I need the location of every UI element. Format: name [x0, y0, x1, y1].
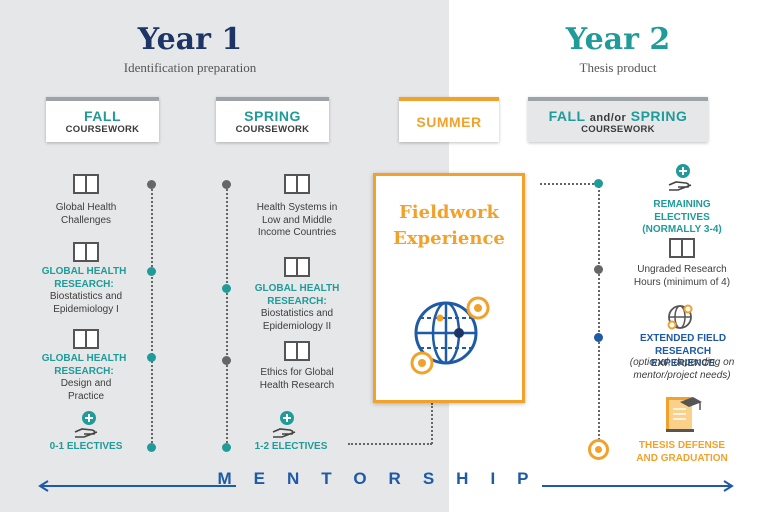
fall-timeline-line — [151, 185, 153, 447]
term-fall-spring: FALL and/or SPRING COURSEWORK — [528, 97, 708, 142]
fieldwork-experience-box: Fieldwork Experience — [373, 173, 525, 403]
term-summer-label: SUMMER — [416, 114, 482, 130]
spring-item-health-systems: Health Systems in Low and Middle Income … — [256, 202, 338, 238]
book-icon — [73, 174, 99, 194]
fieldwork-title-line2: Experience — [393, 228, 505, 249]
spring-dot-3 — [222, 356, 231, 365]
spring-dot-1 — [222, 180, 231, 189]
thesis-book-icon — [666, 397, 702, 432]
year2-dot-2 — [594, 265, 603, 274]
year2-item-extended-field-note: (optional, depending on mentor/project n… — [629, 357, 735, 381]
term-fall-spring-sublabel: COURSEWORK — [581, 124, 655, 135]
hand-plus-icon — [668, 164, 692, 191]
year2-subtitle: Thesis product — [579, 60, 657, 75]
year1-subtitle: Identification preparation — [123, 60, 257, 75]
fall-item-research-2-body: Design and Practice — [60, 378, 112, 402]
fall-dot-1 — [147, 180, 156, 189]
globe-icon — [667, 304, 693, 330]
year2-dot-3 — [594, 333, 603, 342]
term-spring-label: SPRING — [244, 108, 301, 124]
term-fall: FALL COURSEWORK — [46, 97, 159, 142]
spring-item-research-body: Biostatistics and Epidemiology II — [260, 308, 334, 332]
year2-title: Year 2 — [565, 22, 671, 57]
year2-item-extended-field-heading: EXTENDED FIELD RESEARCH EXPERIENCE — [639, 333, 727, 369]
spring-timeline-line — [226, 185, 228, 447]
thesis-milestone-marker — [588, 439, 609, 460]
summer-to-year2-connector — [540, 183, 598, 185]
book-icon — [284, 257, 310, 277]
fall-item-research-1-body: Biostatistics and Epidemiology I — [49, 291, 123, 315]
book-icon — [669, 238, 695, 258]
fall-dot-4 — [147, 443, 156, 452]
term-fall-spring-b: SPRING — [630, 108, 688, 124]
mentorship-arrow — [38, 480, 734, 492]
year2-timeline-line — [598, 183, 600, 448]
book-icon — [73, 242, 99, 262]
term-spring: SPRING COURSEWORK — [216, 97, 329, 142]
fall-dot-2 — [147, 267, 156, 276]
year2-item-ungraded-hours: Ungraded Research Hours (minimum of 4) — [633, 264, 731, 288]
fieldwork-title-line1: Fieldwork — [399, 202, 499, 223]
term-fall-sublabel: COURSEWORK — [65, 124, 140, 135]
globe-icon — [410, 296, 490, 375]
spring-dot-4 — [222, 443, 231, 452]
book-icon — [73, 329, 99, 349]
spring-item-research-heading: GLOBAL HEALTH RESEARCH: — [254, 283, 340, 307]
book-icon — [284, 341, 310, 361]
mentorship-label: MENTORSHIP — [217, 469, 551, 488]
spring-item-ethics: Ethics for Global Health Research — [259, 367, 335, 391]
term-fall-spring-label: FALL and/or SPRING — [528, 108, 708, 124]
spring-item-electives: 1-2 ELECTIVES — [254, 441, 328, 452]
fall-item-electives: 0-1 ELECTIVES — [49, 441, 123, 452]
fall-item-research-1-heading: GLOBAL HEALTH RESEARCH: — [41, 266, 127, 290]
year2-dot-1 — [594, 179, 603, 188]
spring-to-summer-connector — [348, 443, 432, 445]
book-icon — [284, 174, 310, 194]
term-fall-label: FALL — [84, 108, 121, 124]
year2-item-thesis-defense: THESIS DEFENSE AND GRADUATION — [636, 440, 728, 464]
term-summer: SUMMER — [399, 97, 499, 142]
fall-item-research-2-heading: GLOBAL HEALTH RESEARCH: — [41, 353, 127, 377]
term-fall-spring-and: and/or — [589, 112, 627, 124]
year2-item-remaining-electives: REMAINING ELECTIVES (NORMALLY 3-4) — [642, 199, 722, 235]
spring-dot-2 — [222, 284, 231, 293]
fall-item-global-health-challenges: Global Health Challenges — [55, 202, 117, 226]
year1-title: Year 1 — [137, 22, 243, 57]
summer-connector-vertical — [431, 403, 433, 444]
hand-plus-icon — [74, 411, 98, 438]
hand-plus-icon — [272, 411, 296, 438]
term-spring-sublabel: COURSEWORK — [235, 124, 310, 135]
fall-dot-3 — [147, 353, 156, 362]
term-fall-spring-a: FALL — [548, 108, 586, 124]
